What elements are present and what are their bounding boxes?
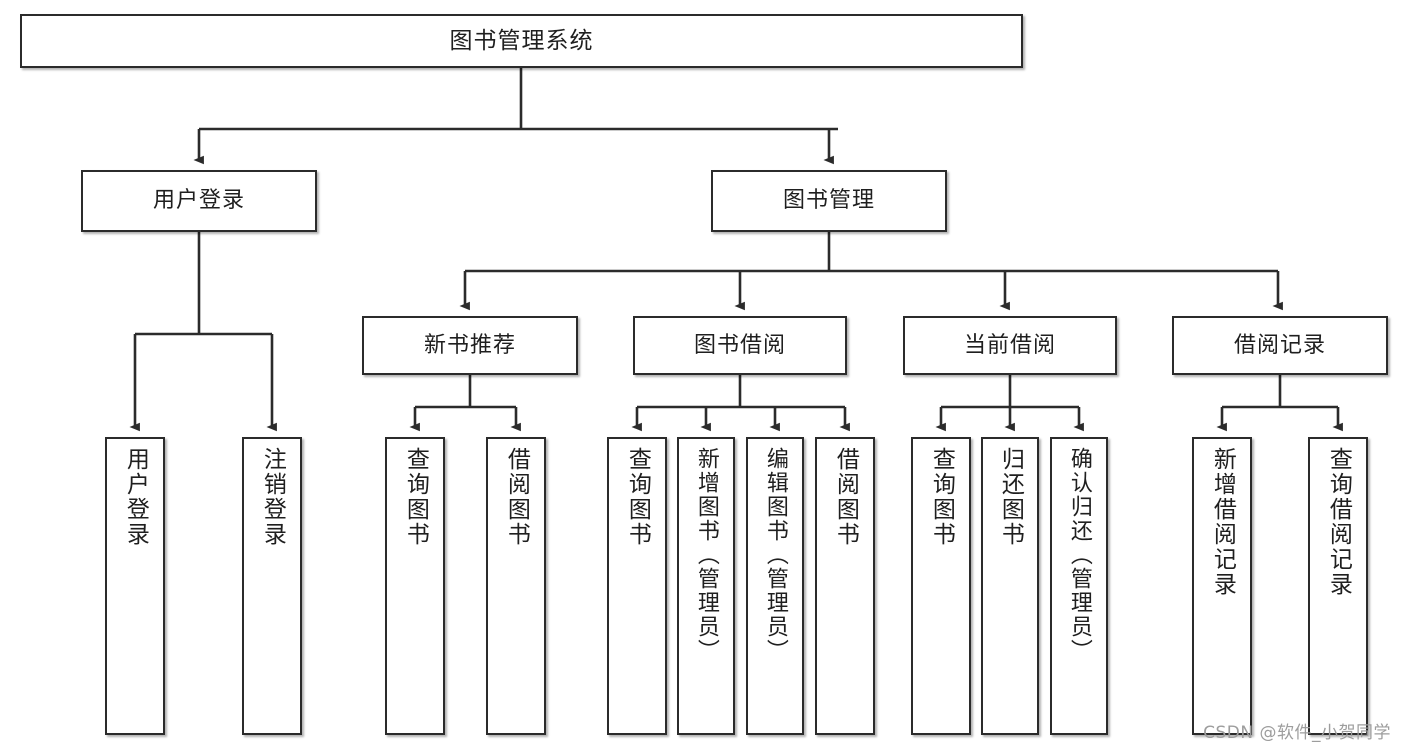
node-label: 借阅图书 [832, 447, 859, 547]
node-root-system[interactable]: 图书管理系统 [20, 14, 1023, 68]
node-book-management[interactable]: 图书管理 [711, 170, 947, 232]
node-leaf-logout[interactable]: 注销登录 [242, 437, 302, 735]
node-label: 图书管理 [782, 188, 875, 214]
node-leaf-user-login[interactable]: 用户登录 [105, 437, 165, 735]
node-label: 用户登录 [152, 188, 245, 214]
node-leaf-edit-book[interactable]: 编辑图书（管理员） [746, 437, 804, 735]
node-borrow-record[interactable]: 借阅记录 [1172, 316, 1388, 375]
node-new-book-recommend[interactable]: 新书推荐 [362, 316, 578, 375]
csdn-watermark: CSDN @软件_小贺同学 [1203, 723, 1391, 743]
node-label: 图书借阅 [693, 332, 786, 358]
node-label: 新增图书（管理员） [693, 447, 719, 663]
node-current-borrow[interactable]: 当前借阅 [903, 316, 1117, 375]
node-label: 新增借阅记录 [1209, 447, 1236, 597]
node-leaf-borrow-book-borrow[interactable]: 借阅图书 [815, 437, 875, 735]
node-leaf-borrow-book-new[interactable]: 借阅图书 [486, 437, 546, 735]
node-label: 查询图书 [402, 447, 429, 547]
node-leaf-confirm-return[interactable]: 确认归还（管理员） [1050, 437, 1108, 735]
node-label: 编辑图书（管理员） [762, 447, 788, 663]
node-label: 借阅图书 [503, 447, 530, 547]
node-leaf-add-book[interactable]: 新增图书（管理员） [677, 437, 735, 735]
node-label: 当前借阅 [963, 332, 1056, 358]
node-leaf-add-borrow-record[interactable]: 新增借阅记录 [1192, 437, 1252, 735]
node-label: 图书管理系统 [449, 27, 594, 54]
node-label: 用户登录 [122, 447, 149, 547]
node-leaf-query-book-new[interactable]: 查询图书 [385, 437, 445, 735]
node-label: 查询借阅记录 [1325, 447, 1352, 597]
node-label: 注销登录 [259, 447, 286, 547]
node-leaf-return-book[interactable]: 归还图书 [981, 437, 1039, 735]
node-label: 查询图书 [928, 447, 955, 547]
node-user-login[interactable]: 用户登录 [81, 170, 317, 232]
node-book-borrow[interactable]: 图书借阅 [633, 316, 847, 375]
node-label: 归还图书 [997, 447, 1024, 547]
node-label: 借阅记录 [1233, 332, 1326, 358]
node-label: 查询图书 [624, 447, 651, 547]
node-label: 新书推荐 [423, 332, 516, 358]
node-leaf-query-borrow-record[interactable]: 查询借阅记录 [1308, 437, 1368, 735]
node-label: 确认归还（管理员） [1066, 447, 1092, 663]
node-leaf-query-book-current[interactable]: 查询图书 [911, 437, 971, 735]
node-leaf-query-book-borrow[interactable]: 查询图书 [607, 437, 667, 735]
